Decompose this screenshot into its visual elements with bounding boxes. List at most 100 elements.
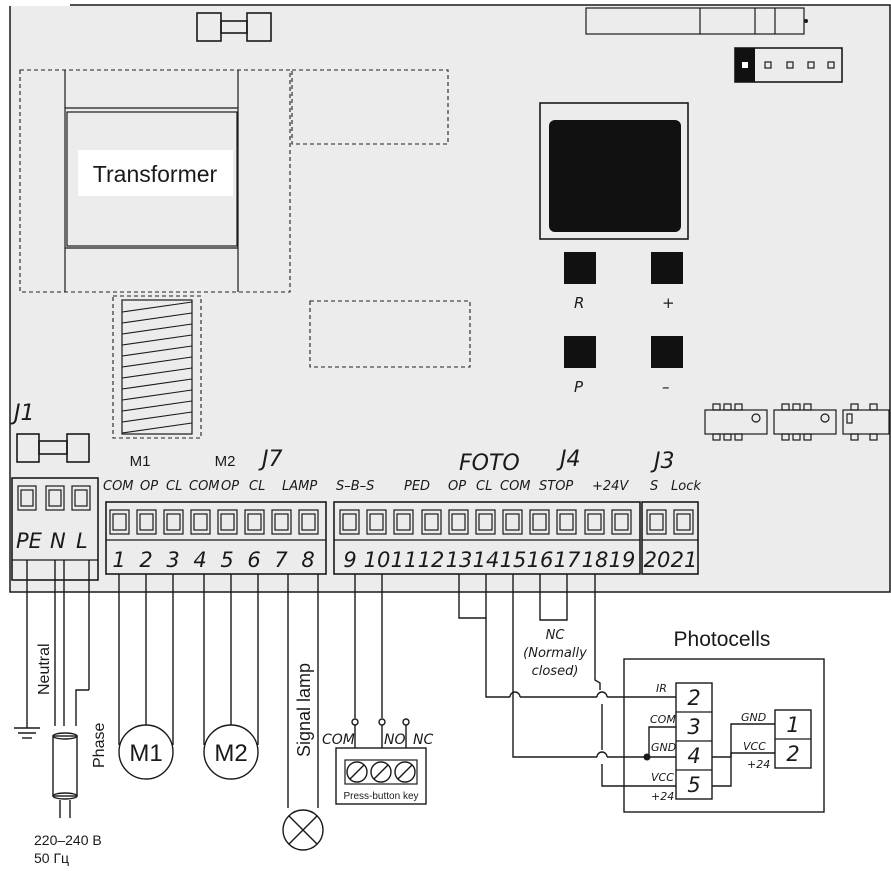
rx-label-vcc: VCC (651, 771, 674, 784)
svg-text:6: 6 (247, 548, 260, 572)
svg-text:11: 11 (391, 548, 418, 572)
svg-text:3: 3 (166, 548, 179, 572)
tx-rx-links (712, 723, 775, 787)
svg-text:4: 4 (193, 548, 206, 572)
supply-wires (52, 560, 90, 818)
terminal-pe-label: PE (16, 529, 43, 553)
svg-text:12: 12 (418, 548, 445, 572)
button-plus[interactable] (651, 252, 683, 284)
button-r-label: R (574, 294, 584, 312)
svg-text:9: 9 (343, 548, 356, 572)
svg-text:14: 14 (473, 548, 500, 572)
rx-label-gnd: GND (651, 741, 676, 754)
transformer-label: Transformer (93, 161, 218, 187)
svg-text:17: 17 (554, 548, 581, 572)
m2-header: M2 (215, 453, 236, 470)
photocell-receiver-terminal (675, 682, 713, 800)
j4-header: J4 (556, 447, 581, 472)
j7-header: J7 (258, 447, 283, 472)
svg-text:16: 16 (527, 548, 554, 572)
svg-text:10: 10 (364, 548, 391, 572)
receiver-wiring (643, 726, 676, 761)
svg-text:OP: OP (448, 479, 466, 494)
ground-wire (14, 560, 40, 739)
key-com-label: COM (322, 732, 355, 748)
button-p-label: P (574, 378, 584, 396)
key-no-label: NO (384, 732, 406, 748)
neutral-label: Neutral (36, 643, 53, 695)
j3-terminal-block (641, 501, 699, 575)
rx-terminal-3: 3 (687, 715, 700, 739)
transformer-label-bg (78, 150, 233, 196)
svg-text:S–B–S: S–B–S (336, 479, 374, 494)
pin-header (734, 47, 843, 83)
svg-text:7: 7 (274, 548, 288, 572)
svg-text:OP: OP (140, 479, 158, 494)
svg-text:PED: PED (404, 479, 430, 494)
phase-label: Phase (91, 723, 108, 768)
tx-terminal-2: 2 (786, 742, 799, 766)
rx-label-ir: IR (656, 682, 667, 695)
terminal-numbers: 1 2 3 4 5 6 7 8 9 10 11 12 13 14 15 16 1… (112, 548, 697, 572)
foto-header: FOTO (459, 451, 520, 476)
motor-m2 (203, 574, 259, 780)
tx-label-24: +24 (747, 758, 770, 771)
svg-text:CL: CL (249, 479, 265, 494)
signal-lamp (282, 574, 324, 851)
button-r[interactable] (564, 252, 596, 284)
motor-m1 (118, 574, 174, 780)
button-p[interactable] (564, 336, 596, 368)
svg-text:2: 2 (139, 548, 152, 572)
nc-label-line2: (Normally (523, 646, 587, 661)
tx-label-gnd: GND (741, 711, 766, 724)
j1-label: J1 (10, 401, 35, 426)
top-fuse (196, 12, 272, 42)
svg-text:CL: CL (166, 479, 182, 494)
svg-text:19: 19 (609, 548, 636, 572)
rx-label-24: +24 (651, 790, 674, 803)
component-outline-top (291, 69, 449, 145)
svg-text:COM: COM (189, 479, 220, 494)
svg-text:+24V: +24V (592, 479, 629, 494)
svg-text:20: 20 (644, 548, 671, 572)
key-nc-label: NC (413, 732, 433, 748)
rx-terminal-2: 2 (687, 686, 700, 710)
rx-terminal-4: 4 (687, 744, 700, 768)
tx-label-vcc: VCC (743, 740, 766, 753)
photocell-transmitter-terminal (774, 709, 812, 769)
top-connector-strip (585, 7, 808, 35)
svg-text:1: 1 (112, 548, 125, 572)
motor-m1-label: M1 (129, 740, 162, 767)
svg-text:21: 21 (671, 548, 698, 572)
terminal-n-label: N (50, 529, 66, 553)
j1-fuse (16, 433, 90, 463)
terminal-function-labels: COM OP CL COM OP CL LAMP S–B–S PED OP CL… (103, 479, 701, 494)
dip-switch-1[interactable] (704, 403, 768, 441)
nc-label-line3: closed) (532, 664, 579, 679)
svg-text:Lock: Lock (671, 479, 701, 494)
rx-label-com: COM (650, 713, 676, 726)
button-plus-label: + (662, 294, 675, 312)
signal-lamp-label: Signal lamp (294, 663, 314, 757)
svg-text:5: 5 (220, 548, 233, 572)
component-outline-middle (309, 300, 471, 368)
dip-switch-2[interactable] (773, 403, 837, 441)
button-minus[interactable] (651, 336, 683, 368)
dip-switch-3[interactable] (842, 403, 890, 441)
svg-text:15: 15 (500, 548, 527, 572)
supply-frequency-label: 50 Гц (34, 850, 69, 866)
svg-text:COM: COM (103, 479, 134, 494)
pcb-board (9, 4, 891, 593)
svg-text:LAMP: LAMP (282, 479, 317, 494)
terminal-l-label: L (76, 529, 88, 553)
motor-m2-label: M2 (214, 740, 247, 767)
j4-terminal-block (333, 501, 641, 575)
transformer: Transformer (19, 69, 291, 293)
button-minus-label: – (662, 378, 670, 396)
svg-text:S: S (650, 479, 658, 494)
coil (112, 295, 202, 439)
supply-voltage-label: 220–240 В (34, 832, 102, 848)
photocells-box (623, 658, 825, 813)
svg-text:OP: OP (221, 479, 239, 494)
